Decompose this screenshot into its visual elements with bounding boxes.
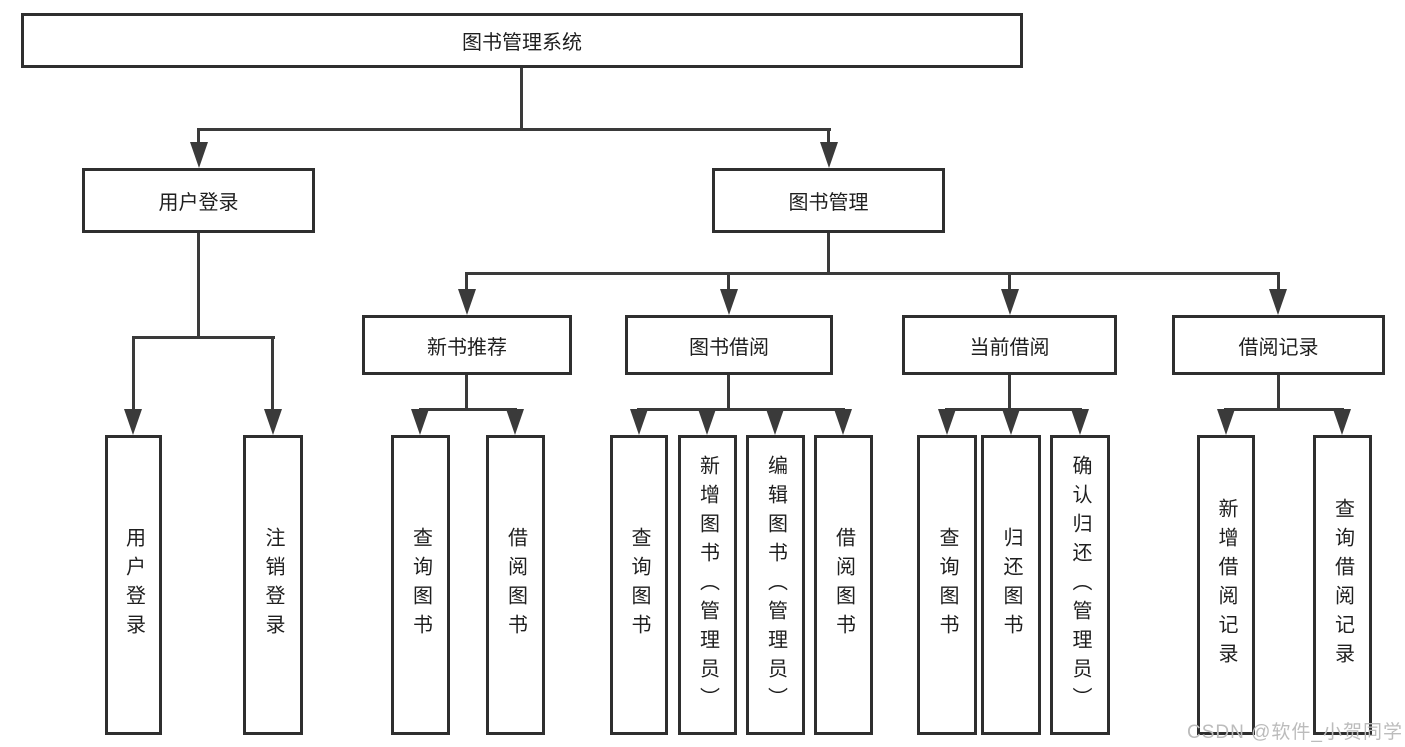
leaf-box-edit-books-admin: 编辑图书（管理员） [746,435,805,735]
leaf-box-query-books-3: 查询图书 [917,435,977,735]
arrow-down-icon [1001,289,1019,315]
connector-userlogin-drop [197,233,200,336]
connector-level2-hline [197,128,831,131]
root-label: 图书管理系统 [462,32,582,54]
arrow-down-icon [124,409,142,435]
leaf-box-add-books-admin: 新增图书（管理员） [678,435,737,735]
leaf-label: 新增图书（管理员） [696,454,719,716]
leaf-box-user-login: 用户登录 [105,435,162,735]
connector-drop [1008,375,1011,408]
leaf-box-logout: 注销登录 [243,435,303,735]
connector-hline [637,408,845,411]
connector-drop [465,375,468,408]
level2-box-book-management: 图书管理 [712,168,945,233]
level2-box-user-login: 用户登录 [82,168,315,233]
connector-stem [827,128,830,146]
leaf-box-confirm-return-admin: 确认归还（管理员） [1050,435,1110,735]
leaf-box-borrow-books-2: 借阅图书 [814,435,873,735]
level3-box-book-borrow: 图书借阅 [625,315,833,375]
leaf-box-query-books-2: 查询图书 [610,435,668,735]
connector-stem [727,272,730,291]
arrow-down-icon [458,289,476,315]
connector-stem [271,336,274,412]
leaf-label: 注销登录 [262,527,284,643]
leaf-box-return-books: 归还图书 [981,435,1041,735]
arrow-down-icon [630,409,648,435]
connector-userlogin-hline [132,336,275,339]
leaf-box-borrow-books-1: 借阅图书 [486,435,545,735]
leaf-label: 归还图书 [1000,527,1022,643]
level3-box-borrow-records: 借阅记录 [1172,315,1385,375]
level2-label: 用户登录 [158,192,239,214]
connector-stem [1277,272,1280,291]
connector-root-drop [520,68,523,128]
level3-box-current-borrow: 当前借阅 [902,315,1117,375]
level3-label: 新书推荐 [427,336,507,359]
connector-stem [465,272,468,291]
connector-bookmgmt-drop [827,233,830,272]
arrow-down-icon [506,409,524,435]
leaf-box-query-borrow-record: 查询借阅记录 [1313,435,1372,735]
leaf-label: 查询借阅记录 [1331,498,1354,672]
arrow-down-icon [1269,289,1287,315]
leaf-label: 查询图书 [409,527,432,643]
arrow-down-icon [1333,409,1351,435]
arrow-down-icon [720,289,738,315]
connector-level3-hline [465,272,1280,275]
leaf-box-add-borrow-record: 新增借阅记录 [1197,435,1255,735]
arrow-down-icon [264,409,282,435]
level3-label: 借阅记录 [1238,336,1319,359]
leaf-label: 查询图书 [628,527,650,643]
leaf-box-query-books-1: 查询图书 [391,435,450,735]
level3-label: 当前借阅 [969,336,1050,359]
arrow-down-icon [938,409,956,435]
leaf-label: 新增借阅记录 [1215,498,1237,672]
arrow-down-icon [190,142,208,168]
arrow-down-icon [834,409,852,435]
connector-stem [1008,272,1011,291]
connector-stem [132,336,135,412]
leaf-label: 确认归还（管理员） [1069,454,1091,716]
arrow-down-icon [411,409,429,435]
connector-hline [419,408,517,411]
arrow-down-icon [698,409,716,435]
level3-box-new-book-recommend: 新书推荐 [362,315,572,375]
leaf-label: 借阅图书 [832,527,855,643]
level3-label: 图书借阅 [689,336,769,359]
arrow-down-icon [820,142,838,168]
root-box-library-system: 图书管理系统 [21,13,1023,68]
arrow-down-icon [1071,409,1089,435]
connector-hline [1224,408,1344,411]
arrow-down-icon [1002,409,1020,435]
leaf-label: 用户登录 [122,527,145,643]
level2-label: 图书管理 [788,192,869,214]
leaf-label: 编辑图书（管理员） [764,454,787,716]
connector-drop [727,375,730,408]
arrow-down-icon [1217,409,1235,435]
connector-drop [1277,375,1280,408]
arrow-down-icon [766,409,784,435]
leaf-label: 借阅图书 [504,527,527,643]
csdn-watermark: CSDN @软件_小贺同学 [1187,722,1403,743]
connector-stem [197,128,200,146]
leaf-label: 查询图书 [936,527,958,643]
